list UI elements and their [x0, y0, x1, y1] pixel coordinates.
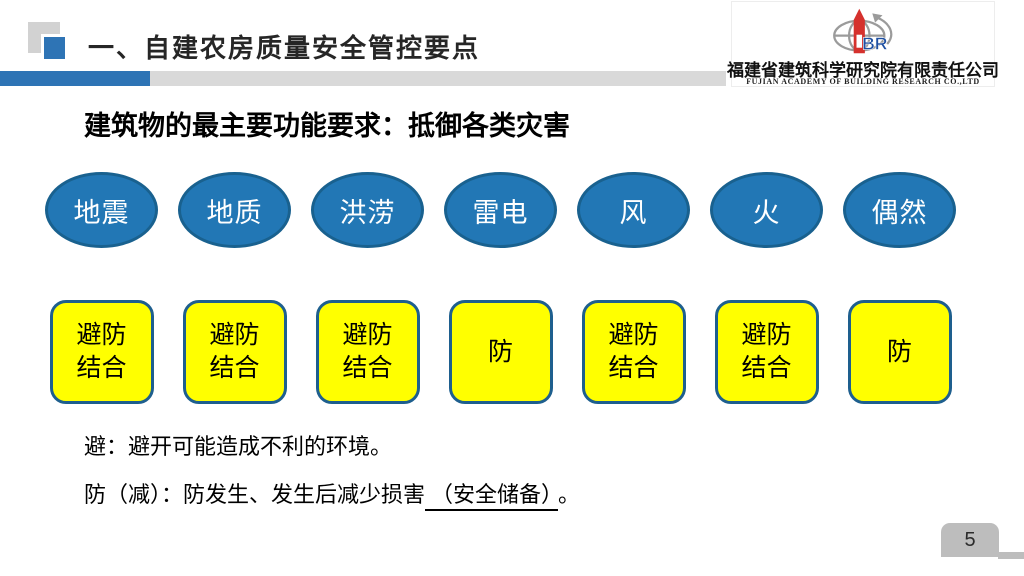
company-logo: BR 福建省建筑科学研究院有限责任公司 FUJIAN ACADEMY OF BU… [727, 1, 999, 87]
note-avoid: 避：避开可能造成不利的环境。 [84, 434, 393, 459]
header-divider-gray [150, 71, 726, 86]
response-box-7: 防 [847, 300, 952, 404]
response-box-5: 避防 结合 [581, 300, 686, 404]
page-number-tab: 5 [941, 523, 999, 557]
company-name-cn: 福建省建筑科学研究院有限责任公司 [727, 61, 999, 80]
page-title: 一、自建农房质量安全管控要点 [88, 33, 481, 63]
abr-globe-building-icon: BR [833, 8, 893, 54]
note-prevent: 防（减）：防发生、发生后减少损害（安全储备）。 [84, 480, 581, 511]
header-accent-blue-square [41, 34, 68, 62]
response-box-6: 避防 结合 [714, 300, 819, 404]
note-prevent-suffix: 。 [558, 482, 581, 507]
response-row: 避防 结合 避防 结合 避防 结合 防 避防 结合 避防 结合 防 [35, 300, 966, 404]
hazard-earthquake: 地震 [45, 172, 158, 248]
note-prevent-text: 防（减）：防发生、发生后减少损害 [84, 482, 426, 507]
header-divider-blue [0, 71, 150, 86]
hazard-geology: 地质 [178, 172, 291, 248]
hazard-fire: 火 [710, 172, 823, 248]
logo-letters: BR [862, 34, 888, 54]
response-box-4: 防 [448, 300, 553, 404]
hazard-lightning: 雷电 [444, 172, 557, 248]
response-box-3: 避防 结合 [315, 300, 420, 404]
page-number: 5 [964, 529, 976, 551]
response-box-2: 避防 结合 [182, 300, 287, 404]
hazard-flood: 洪涝 [311, 172, 424, 248]
safety-reserve-underline: （安全储备） [425, 482, 559, 511]
hazard-accidental: 偶然 [843, 172, 956, 248]
company-name-en: FUJIAN ACADEMY OF BUILDING RESEARCH CO.,… [746, 77, 980, 86]
footer-bar [998, 552, 1024, 559]
response-box-1: 避防 结合 [49, 300, 154, 404]
slide-subtitle: 建筑物的最主要功能要求：抵御各类灾害 [84, 111, 570, 141]
hazard-wind: 风 [577, 172, 690, 248]
hazard-row: 地震 地质 洪涝 雷电 风 火 偶然 [35, 172, 966, 248]
notes: 避：避开可能造成不利的环境。 防（减）：防发生、发生后减少损害（安全储备）。 [84, 432, 581, 511]
